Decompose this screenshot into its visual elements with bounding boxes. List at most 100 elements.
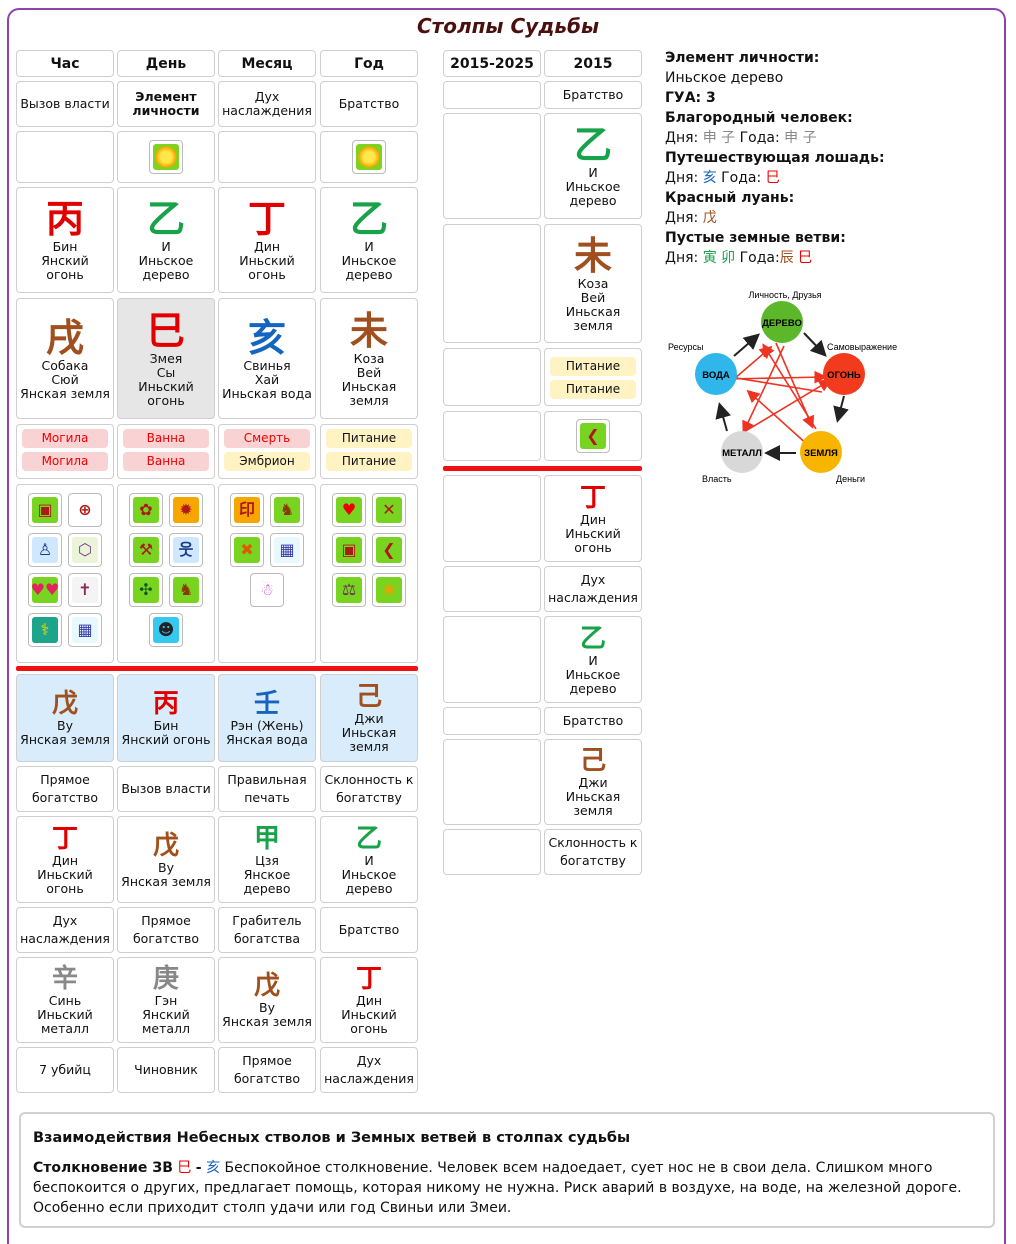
luck-decade-phase	[443, 348, 541, 406]
heart-icon[interactable]: ♥	[332, 493, 366, 527]
gua-value: ГУА: 3	[665, 90, 716, 106]
sun-icon[interactable]	[352, 140, 386, 174]
hearts-icon[interactable]: ♥♥	[28, 573, 62, 607]
generate-arrows	[715, 332, 849, 461]
net-icon[interactable]: ▦	[270, 533, 304, 567]
net-icon[interactable]: ▦	[68, 613, 102, 647]
icons-hour: ▣ ⊕ ♙ ⬡ ♥♥ ✝ ⚕ ▦	[16, 484, 114, 663]
star-year: Братство	[320, 81, 418, 127]
luck-decade-branch	[443, 224, 541, 343]
fire-node	[823, 353, 865, 395]
horse-label: Путешествующая лошадь:	[665, 150, 885, 166]
target-arrow-icon[interactable]: ⊕	[68, 493, 102, 527]
hidden-star3-year: Дух наслаждения	[320, 1047, 418, 1093]
crossed-arrows-icon[interactable]: ✕	[372, 493, 406, 527]
noble-label: Благородный человек:	[665, 110, 853, 126]
swastika-icon[interactable]: ✣	[129, 573, 163, 607]
interaction-text: Столкновение ЗВ 巳 - 亥 Беспокойное столкн…	[33, 1160, 962, 1216]
arrow-left-icon[interactable]: ❮	[372, 533, 406, 567]
hidden-star3-day: Чиновник	[117, 1047, 215, 1093]
peach-label: Красный луань:	[665, 190, 795, 206]
luck-year-hidden3-star: Склонность к богатству	[544, 829, 642, 875]
fire-label: ОГОНЬ	[827, 370, 861, 381]
luck-decade-stem	[443, 113, 541, 219]
horse-icon[interactable]: ♞	[169, 573, 203, 607]
header-luck-year: 2015	[544, 50, 642, 77]
stem-char: 乙	[349, 197, 388, 241]
icons-month: 印 ♞ ✖ ▦ ☃	[218, 484, 316, 663]
stem-char: 乙	[146, 197, 185, 241]
luck-decade-hidden1-star	[443, 566, 541, 612]
hidden-star2-year: Братство	[320, 907, 418, 953]
star-month: Дух наслаждения	[218, 81, 316, 127]
water-node	[695, 353, 737, 395]
ghost-icon[interactable]: ☃	[250, 573, 284, 607]
empty-row: Дня: 寅 卯 Года:辰 巳	[665, 250, 813, 266]
wood-node	[761, 301, 803, 343]
dog-icon[interactable]: ☻	[149, 613, 183, 647]
star-day: Элемент личности	[117, 81, 215, 127]
coffin-icon[interactable]: ⬡	[68, 533, 102, 567]
horse-icon[interactable]: ♞	[270, 493, 304, 527]
interactions-panel: Взаимодействия Небесных стволов и Земных…	[19, 1112, 995, 1228]
flower-crown-icon[interactable]: ✿	[129, 493, 163, 527]
divider-luck	[443, 466, 642, 471]
luck-decade-hidden2	[443, 616, 541, 703]
treasure-chest-icon[interactable]: ▣	[332, 533, 366, 567]
element-value: Иньское дерево	[665, 70, 784, 86]
horse-row: Дня: 亥 Года: 巳	[665, 170, 780, 186]
header-day: День	[117, 50, 215, 77]
broken-box-icon[interactable]: ✖	[230, 533, 264, 567]
page-title: Столпы Судьбы	[416, 14, 600, 38]
dancer-icon[interactable]: 웃	[169, 533, 203, 567]
flowers-icon[interactable]: ❀	[372, 573, 406, 607]
info-panel: Элемент личности: Иньское дерево ГУА: 3 …	[665, 48, 995, 268]
luck-year-star: Братство	[544, 81, 642, 109]
sun-cell-month	[218, 131, 316, 183]
earth-caption: Деньги	[836, 474, 865, 484]
icons-day: ✿ ✹ ⚒ 웃 ✣ ♞ ☻	[117, 484, 215, 663]
sun-icon[interactable]	[149, 140, 183, 174]
stem-char: 丙	[45, 197, 84, 241]
luck-decade-hidden3	[443, 739, 541, 825]
hidden-star2-month: Грабитель богатства	[218, 907, 316, 953]
axe-icon[interactable]: ⚒	[129, 533, 163, 567]
earth-label: ЗЕМЛЯ	[804, 448, 838, 459]
wood-label: ДЕРЕВО	[762, 318, 802, 329]
header-year: Год	[320, 50, 418, 77]
luck-decade-star	[443, 81, 541, 109]
snake-staff-icon[interactable]: ⚕	[28, 613, 62, 647]
arrow-left-icon[interactable]: ❮	[576, 419, 610, 453]
scales-icon[interactable]: ⚖	[332, 573, 366, 607]
sun-cell-year	[320, 131, 418, 183]
seal-icon[interactable]: 印	[230, 493, 264, 527]
sun-cell-hour	[16, 131, 114, 183]
scholar-icon[interactable]: ♙	[28, 533, 62, 567]
treasure-chest-icon[interactable]: ▣	[28, 493, 62, 527]
luck-decade-icons	[443, 411, 541, 461]
header-month: Месяц	[218, 50, 316, 77]
control-arrows	[719, 342, 832, 447]
metal-label: МЕТАЛЛ	[722, 448, 762, 459]
peach-row: Дня: 戊	[665, 210, 717, 226]
fire-splash-icon[interactable]: ✹	[169, 493, 203, 527]
luck-decade-hidden3-star	[443, 829, 541, 875]
fire-caption: Самовыражение	[827, 342, 897, 352]
grave-cross-icon[interactable]: ✝	[68, 573, 102, 607]
